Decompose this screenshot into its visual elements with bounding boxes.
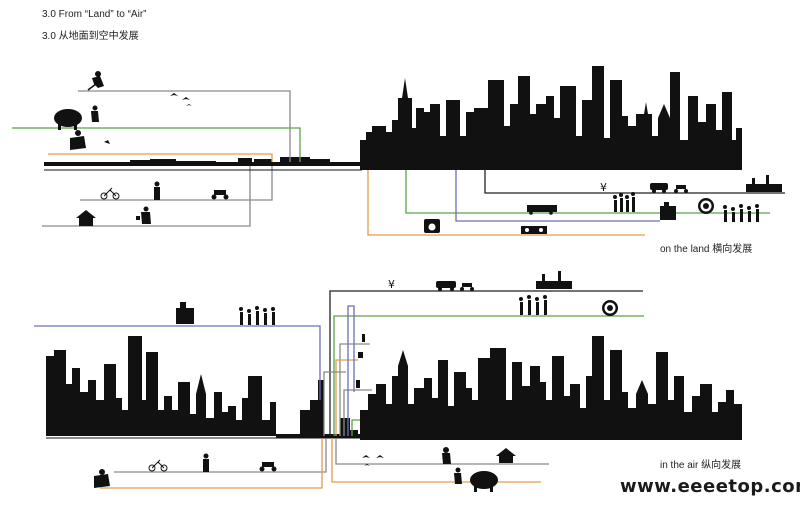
air-skyline-left (46, 336, 276, 436)
v-gray-b (343, 389, 372, 436)
connector-gray-a (78, 90, 291, 162)
connector-green-r (405, 170, 770, 214)
v-black (329, 290, 643, 436)
crowd-icon-a (613, 192, 635, 212)
small-figures-icon-air (356, 334, 365, 388)
bicycle-icon (100, 187, 120, 200)
person-feeding-icon-air (454, 467, 462, 484)
land-left-ground (44, 157, 362, 166)
land-left-silhouettes (54, 71, 229, 226)
b-gray-a (335, 438, 549, 465)
caption-in-the-air: in the air 纵向发展 (660, 460, 742, 471)
central-tower (300, 380, 358, 436)
air-section: ¥ (34, 271, 742, 492)
diagram-subtitle: 3.0 从地面到空中发展 (42, 31, 139, 42)
office-building-icon-air (176, 302, 194, 324)
yen-icon-air: ¥ (388, 278, 395, 291)
connector-orange-r (367, 170, 645, 236)
v-blue-b (347, 305, 355, 436)
starbucks-logo-icon (698, 198, 714, 214)
land-right-icons: ¥ (424, 175, 782, 234)
land-section: ¥ (12, 66, 785, 236)
air-bottom-icons (94, 447, 516, 492)
person-standing-icon-air (203, 453, 209, 472)
land-left-connectors (12, 90, 301, 227)
bicycle-icon-air (148, 459, 168, 472)
hut-icon-air (496, 448, 516, 463)
yen-icon: ¥ (600, 181, 607, 194)
crowd-icon-b (723, 204, 759, 222)
factory-icon-air (536, 271, 572, 289)
diagram-title: 3.0 From “Land” to “Air” (42, 9, 147, 20)
apple-icon (424, 219, 440, 233)
car-icon-air (436, 281, 456, 291)
car-icon (650, 183, 668, 193)
land-right-connectors (44, 169, 785, 236)
connector-orange-a (48, 153, 273, 162)
pig-icon (54, 109, 82, 130)
air-bottom-connectors (46, 437, 742, 489)
v-orange (335, 359, 358, 436)
person-standing-icon (154, 181, 160, 200)
scooter-icon-2 (674, 185, 688, 193)
b-orange-b (100, 438, 323, 489)
kneeling-worker-icon-air (94, 469, 110, 488)
scooter-icon (211, 190, 229, 200)
farmer-icon-air (442, 447, 451, 464)
person-feeding-icon (91, 105, 99, 122)
birds-icon (170, 93, 192, 106)
kneeling-worker-icon (70, 130, 86, 150)
v-green-b (351, 419, 360, 436)
v-gray-a (339, 343, 370, 436)
land-skyline (360, 66, 742, 170)
brand-logo-icon (521, 226, 547, 234)
crowd-icon-air-a (519, 295, 547, 315)
v-gray-c (323, 371, 346, 436)
pig-icon-air (470, 471, 498, 492)
connector-gray-c (42, 166, 251, 227)
farmer-icon (87, 71, 104, 91)
b-gray-b (114, 438, 327, 473)
caption-on-the-land: on the land 横向发展 (660, 244, 753, 255)
scooter-icon-air (460, 283, 474, 291)
air-top-icons: ¥ (176, 271, 618, 388)
connector-green-a (12, 127, 301, 162)
watermark: www.eeeetop.com (620, 476, 800, 497)
air-skyline-right (360, 336, 742, 440)
person-carrying-icon (136, 206, 151, 224)
hut-icon (76, 210, 96, 226)
starbucks-logo-icon-air (602, 300, 618, 316)
air-vertical-connectors (34, 290, 644, 436)
connector-black-r (484, 170, 785, 194)
connector-blue-r (455, 170, 660, 222)
v-green (333, 315, 644, 436)
v-blue (34, 325, 321, 400)
factory-icon (746, 175, 782, 192)
birds-icon-air (362, 455, 384, 466)
crowd-icon-air-b (239, 306, 275, 325)
small-bird-icon (104, 140, 110, 144)
scooter-icon-air-b (259, 462, 277, 472)
office-building-icon (660, 202, 676, 220)
truck-icon (527, 205, 557, 215)
connector-gray-b (80, 166, 273, 201)
